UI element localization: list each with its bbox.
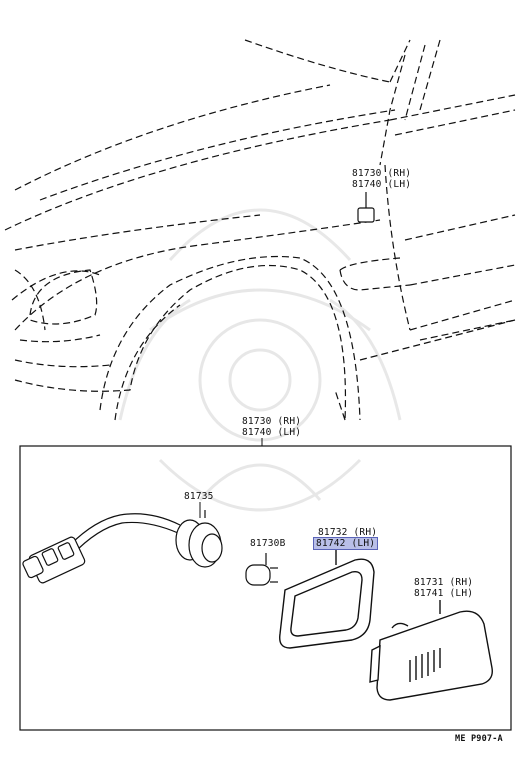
car-body-outline <box>4 39 516 421</box>
gasket-lh-label-highlighted[interactable]: 81742 (LH) <box>312 537 379 550</box>
socket-harness <box>22 510 223 584</box>
bulb-shape <box>245 553 278 586</box>
lamp-upper-lh-label: 81740 (LH) <box>352 179 412 190</box>
lens-shape <box>369 600 493 701</box>
lamp-upper-rh-label: 81730 (RH) <box>352 168 412 179</box>
detail-frame <box>19 445 512 731</box>
gasket-rh-label: 81732 (RH) <box>318 527 378 538</box>
lens-rh-label: 81731 (RH) <box>414 577 474 588</box>
assy-rh-label: 81730 (RH) <box>242 416 302 427</box>
gasket-shape <box>279 550 375 649</box>
socket-label: 81735 <box>184 491 214 502</box>
bulb-label: 81730B <box>250 538 286 549</box>
figure-code: ME P907-A <box>455 734 503 744</box>
lens-lh-label: 81741 (LH) <box>414 588 474 599</box>
assy-lh-label: 81740 (LH) <box>242 427 302 438</box>
side-lamp-on-body <box>357 192 375 223</box>
watermark-emblem <box>118 208 402 512</box>
